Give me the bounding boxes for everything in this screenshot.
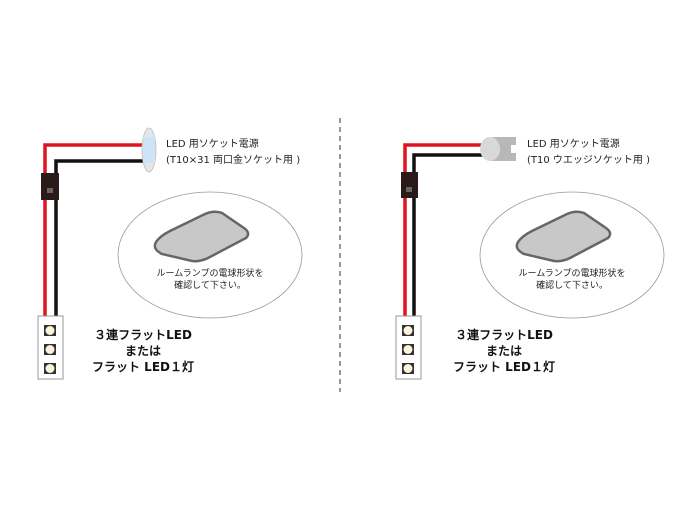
festoon-socket: [141, 127, 157, 173]
led-label: ３連フラットLED または フラット LED１灯: [68, 327, 218, 375]
socket-label: LED 用ソケット電源 (T10×31 両口金ソケット用 ): [166, 137, 300, 169]
led-label: ３連フラットLED または フラット LED１灯: [429, 327, 579, 375]
lamp-note-line2: 確認して下さい。: [536, 281, 608, 291]
socket-label-line2: (T10 ウエッジソケット用 ): [527, 155, 650, 166]
black-wire: [54, 159, 148, 318]
led-label-line1: ３連フラットLED: [94, 328, 192, 342]
led-label-line2: または: [124, 344, 161, 358]
red-wire: [403, 143, 484, 318]
lamp-note: ルームランプの電球形状を 確認して下さい。: [492, 268, 652, 292]
led-label-line3: フラット LED１灯: [453, 360, 555, 374]
black-wire: [412, 153, 484, 318]
lamp-note-line1: ルームランプの電球形状を: [156, 269, 264, 279]
lamp-note-line1: ルームランプの電球形状を: [518, 269, 626, 279]
panel-right: [395, 137, 665, 380]
red-wire: [43, 143, 148, 318]
connector: [401, 172, 418, 198]
lamp-note-line2: 確認して下さい。: [174, 281, 246, 291]
socket-label-line2: (T10×31 両口金ソケット用 ): [166, 155, 301, 166]
connector: [41, 173, 59, 200]
led-label-line3: フラット LED１灯: [92, 360, 194, 374]
led-label-line1: ３連フラットLED: [455, 328, 553, 342]
panel-left: [37, 127, 303, 380]
socket-label: LED 用ソケット電源 (T10 ウエッジソケット用 ): [527, 137, 650, 169]
lamp-note: ルームランプの電球形状を 確認して下さい。: [130, 268, 290, 292]
wedge-socket: [480, 137, 516, 161]
led-label-line2: または: [485, 344, 522, 358]
room-lamp-icon: [515, 210, 612, 263]
led-strip: [37, 315, 64, 380]
socket-label-line1: LED 用ソケット電源: [166, 139, 259, 150]
socket-label-line1: LED 用ソケット電源: [527, 139, 620, 150]
room-lamp-icon: [153, 210, 250, 263]
led-strip: [395, 315, 422, 380]
